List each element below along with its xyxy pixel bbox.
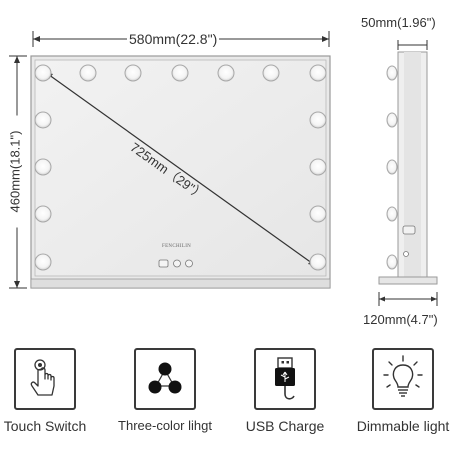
front-bulbs <box>34 64 327 271</box>
feature-three-color <box>134 348 196 410</box>
mirror-brand: FENCHILIN <box>162 244 192 249</box>
depth-label: 50mm(1.96") <box>361 15 436 30</box>
feature-touch-switch <box>14 348 76 410</box>
bulb-icon <box>383 355 423 397</box>
feature-dimmable <box>372 348 434 410</box>
base-label: 120mm(4.7") <box>363 312 438 327</box>
feature-label-touch-switch: Touch Switch <box>3 418 87 434</box>
height-label: 460mm(18.1") <box>7 115 23 228</box>
width-label: 580mm(22.8") <box>127 31 220 47</box>
mirror-control-buttons <box>158 259 193 268</box>
feature-label-usb-charge: USB Charge <box>245 418 325 434</box>
feature-usb-charge <box>254 348 316 410</box>
three-dots-icon <box>148 362 182 394</box>
touch-finger-icon <box>30 359 55 396</box>
feature-label-dimmable: Dimmable light <box>356 418 450 434</box>
feature-label-three-color: Three-color lihgt <box>118 418 212 433</box>
mirror-front <box>30 55 331 289</box>
mirror-side-view <box>378 40 438 306</box>
usb-plug-icon <box>275 357 295 400</box>
